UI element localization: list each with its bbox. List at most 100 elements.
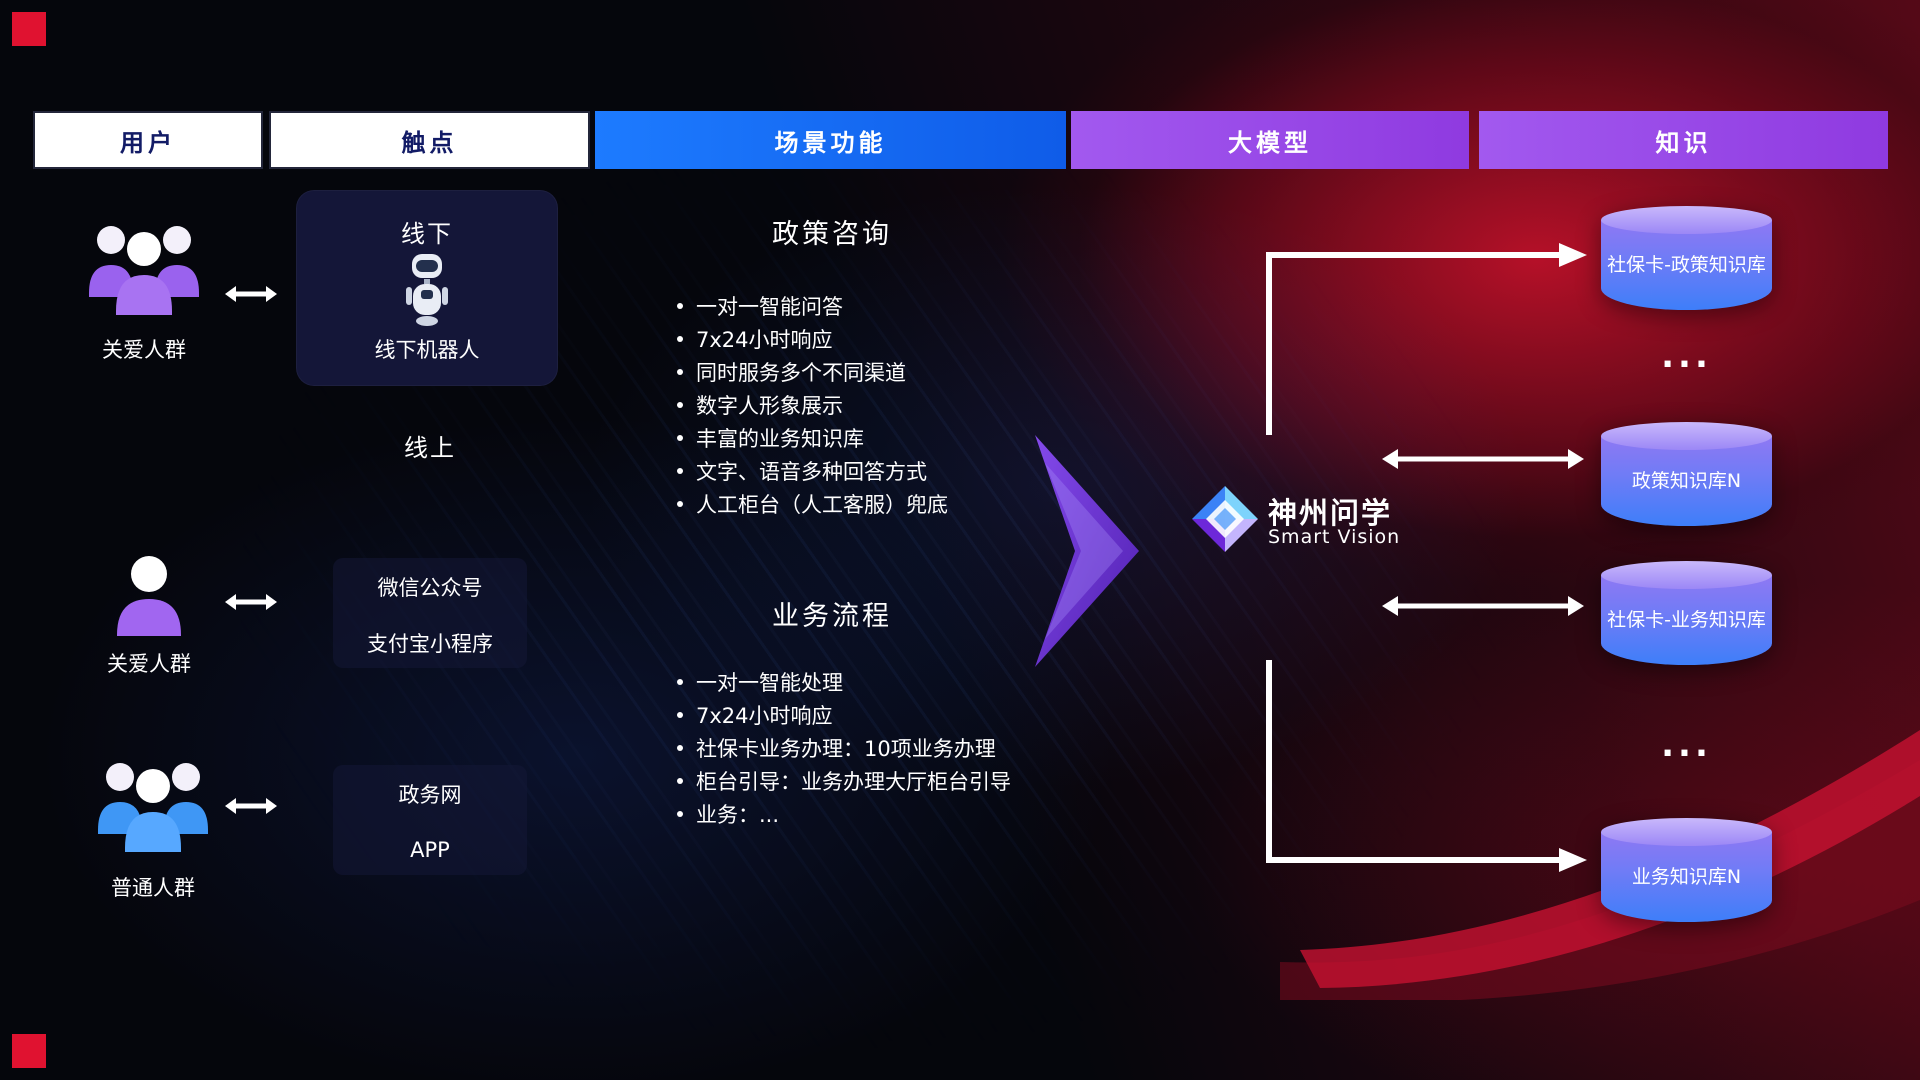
model-subtitle: Smart Vision bbox=[1268, 526, 1401, 548]
header-users-label: 用户 bbox=[120, 128, 176, 157]
offline-robot-card: 线下 线下机器人 bbox=[296, 190, 558, 386]
diamond-logo-icon bbox=[1192, 486, 1258, 552]
elbow-arrow-down-icon bbox=[1266, 660, 1587, 872]
cylinder-top bbox=[1601, 561, 1772, 589]
bullet-dot bbox=[677, 368, 683, 375]
bullet-dot bbox=[677, 744, 683, 751]
double-arrow-horizontal-icon bbox=[1382, 449, 1584, 469]
ellipsis: ... bbox=[1661, 725, 1712, 765]
diagonal-streaks-background bbox=[150, 0, 1650, 1080]
bullet-dot bbox=[677, 467, 683, 474]
feature-item: 人工柜台（人工客服）兜底 bbox=[677, 487, 1117, 520]
header-scene-functions: 场景功能 bbox=[595, 111, 1066, 169]
feature-item: 同时服务多个不同渠道 bbox=[677, 355, 1117, 388]
business-feature-list: 一对一智能处理 7x24小时响应 社保卡业务办理：10项业务办理 柜台引导：业务… bbox=[677, 665, 1117, 830]
business-section-title: 业务流程 bbox=[772, 601, 892, 632]
database-cylinder: 社保卡-政策知识库 bbox=[1601, 206, 1772, 310]
header-touchpoints: 触点 bbox=[269, 111, 590, 169]
feature-text: 同时服务多个不同渠道 bbox=[696, 360, 906, 385]
user-group-label: 普通人群 bbox=[111, 876, 195, 900]
database-cylinder: 业务知识库N bbox=[1601, 818, 1772, 922]
feature-text: 数字人形象展示 bbox=[696, 393, 843, 418]
red-swoosh bbox=[1280, 730, 1920, 1000]
knowledge-base-label: 业务知识库N bbox=[1631, 866, 1742, 889]
knowledge-base-label: 社保卡-业务知识库 bbox=[1607, 609, 1766, 632]
feature-text: 7x24小时响应 bbox=[696, 327, 833, 352]
bullet-dot bbox=[677, 777, 683, 784]
feature-text: 文字、语音多种回答方式 bbox=[696, 459, 927, 484]
online-channel-panel bbox=[333, 765, 527, 875]
database-cylinder: 社保卡-业务知识库 bbox=[1601, 561, 1772, 665]
group-icon-blue bbox=[98, 763, 208, 852]
corner-square-top-left bbox=[12, 12, 46, 46]
user-group-label: 关爱人群 bbox=[107, 652, 191, 676]
double-arrow-icon bbox=[225, 286, 277, 302]
feature-text: 7x24小时响应 bbox=[696, 703, 833, 728]
double-arrow-icon bbox=[225, 594, 277, 610]
feature-text: 人工柜台（人工客服）兜底 bbox=[696, 492, 948, 517]
feature-item: 7x24小时响应 bbox=[677, 698, 1117, 731]
header-users: 用户 bbox=[33, 111, 263, 169]
cylinder-body bbox=[1601, 575, 1772, 665]
channel-wechat: 微信公众号 bbox=[377, 576, 483, 600]
channel-alipay: 支付宝小程序 bbox=[367, 632, 493, 656]
bullet-dot bbox=[677, 678, 683, 685]
policy-section-title: 政策咨询 bbox=[772, 219, 892, 250]
feature-item: 7x24小时响应 bbox=[677, 322, 1117, 355]
database-cylinder: 政策知识库N bbox=[1601, 422, 1772, 526]
feature-item: 社保卡业务办理：10项业务办理 bbox=[677, 731, 1117, 764]
bullet-dot bbox=[677, 434, 683, 441]
cylinder-top bbox=[1601, 818, 1772, 846]
knowledge-base-label: 政策知识库N bbox=[1631, 470, 1742, 493]
feature-item: 数字人形象展示 bbox=[677, 388, 1117, 421]
cylinder-body bbox=[1601, 436, 1772, 526]
elbow-arrow-up-icon bbox=[1266, 243, 1587, 435]
cylinder-body bbox=[1601, 832, 1772, 922]
feature-item: 文字、语音多种回答方式 bbox=[677, 454, 1117, 487]
channel-app: APP bbox=[410, 838, 450, 862]
feature-item: 一对一智能处理 bbox=[677, 665, 1117, 698]
feature-item: 一对一智能问答 bbox=[677, 289, 1117, 322]
cylinder-body bbox=[1601, 220, 1772, 310]
offline-title: 线下 bbox=[401, 220, 453, 248]
header-knowledge-label: 知识 bbox=[1655, 128, 1712, 157]
bullet-dot bbox=[677, 335, 683, 342]
feature-text: 柜台引导：业务办理大厅柜台引导 bbox=[696, 769, 1011, 794]
robot-label: 线下机器人 bbox=[374, 338, 480, 362]
header-scene-functions-label: 场景功能 bbox=[774, 128, 887, 157]
feature-text: 丰富的业务知识库 bbox=[696, 426, 864, 451]
header-large-model: 大模型 bbox=[1071, 111, 1469, 169]
policy-feature-list: 一对一智能问答 7x24小时响应 同时服务多个不同渠道 数字人形象展示 丰富的业… bbox=[677, 289, 1117, 520]
feature-text: 一对一智能处理 bbox=[696, 670, 843, 695]
knowledge-base-label: 社保卡-政策知识库 bbox=[1607, 254, 1766, 277]
feature-item: 业务：... bbox=[677, 797, 1117, 830]
ellipsis: ... bbox=[1661, 336, 1712, 376]
channel-gov-web: 政务网 bbox=[398, 783, 462, 807]
group-icon-purple bbox=[89, 226, 199, 315]
robot-icon bbox=[406, 254, 448, 326]
bullet-dot bbox=[677, 711, 683, 718]
header-large-model-label: 大模型 bbox=[1228, 128, 1312, 157]
feature-text: 一对一智能问答 bbox=[696, 294, 843, 319]
cylinder-top bbox=[1601, 206, 1772, 234]
feature-item: 丰富的业务知识库 bbox=[677, 421, 1117, 454]
bullet-dot bbox=[677, 302, 683, 309]
online-channel-panel bbox=[333, 558, 527, 668]
online-title: 线上 bbox=[404, 434, 456, 462]
feature-text: 社保卡业务办理：10项业务办理 bbox=[696, 736, 996, 761]
bullet-dot bbox=[677, 810, 683, 817]
bullet-dot bbox=[677, 401, 683, 408]
bullet-dot bbox=[677, 500, 683, 507]
chevron-arrow-icon bbox=[1035, 435, 1139, 667]
feature-text: 业务：... bbox=[696, 802, 780, 827]
corner-square-bottom-left bbox=[12, 1034, 46, 1068]
feature-item: 柜台引导：业务办理大厅柜台引导 bbox=[677, 764, 1117, 797]
cylinder-top bbox=[1601, 422, 1772, 450]
double-arrow-horizontal-icon bbox=[1382, 596, 1584, 616]
header-touchpoints-label: 触点 bbox=[401, 128, 458, 157]
user-group-label: 关爱人群 bbox=[102, 338, 186, 362]
header-knowledge: 知识 bbox=[1479, 111, 1888, 169]
model-name: 神州问学 bbox=[1268, 496, 1393, 530]
person-icon-purple bbox=[117, 556, 181, 636]
